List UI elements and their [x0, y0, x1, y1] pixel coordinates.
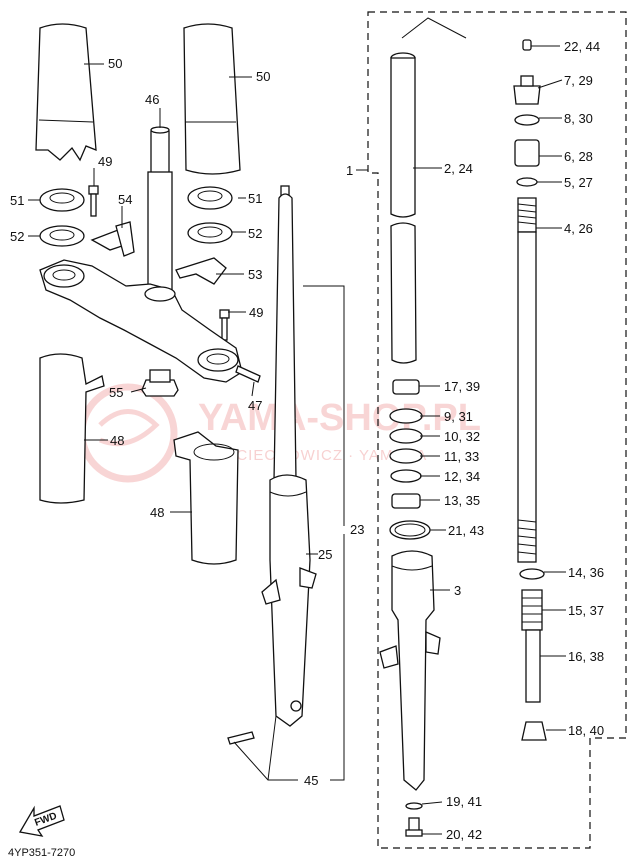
copper-washer [405, 802, 423, 810]
inner-tube [390, 52, 417, 364]
label-12-34: 12, 34 [444, 469, 480, 484]
label-13-35: 13, 35 [444, 493, 480, 508]
part-labels: 50 50 46 49 51 51 54 52 52 53 49 1 55 47… [10, 39, 604, 842]
bracket-53 [175, 257, 227, 285]
drain-bolt [405, 817, 423, 837]
label-23: 23 [350, 522, 364, 537]
cap-bolt-22 [522, 39, 532, 51]
label-22-44: 22, 44 [564, 39, 600, 54]
label-54: 54 [118, 192, 132, 207]
label-10-32: 10, 32 [444, 429, 480, 444]
bolt-49-lower [219, 309, 230, 341]
damper-rod [517, 231, 537, 563]
label-51-left: 51 [10, 193, 24, 208]
label-5-27: 5, 27 [564, 175, 593, 190]
label-18-40: 18, 40 [568, 723, 604, 738]
label-52-right: 52 [248, 226, 262, 241]
label-14-36: 14, 36 [568, 565, 604, 580]
label-50-left: 50 [108, 56, 122, 71]
label-50-right: 50 [256, 69, 270, 84]
front-fork-assembly [261, 185, 317, 727]
cap-bolt-7 [513, 75, 541, 105]
washer-left [39, 225, 85, 247]
label-2-24: 2, 24 [444, 161, 473, 176]
label-53: 53 [248, 267, 262, 282]
cable-guide [90, 221, 135, 257]
oil-seal [389, 448, 423, 464]
bolt-45 [227, 731, 255, 745]
washer-12 [390, 469, 422, 483]
label-46: 46 [145, 92, 159, 107]
o-ring-8 [514, 114, 540, 126]
label-17-39: 17, 39 [444, 379, 480, 394]
label-1: 1 [346, 163, 353, 178]
o-ring-21 [389, 520, 431, 540]
fork-spring [517, 197, 537, 233]
washer-right [187, 222, 233, 244]
label-25: 25 [318, 547, 332, 562]
washer-5 [516, 177, 538, 187]
label-47: 47 [248, 398, 262, 413]
label-49-upper: 49 [98, 154, 112, 169]
label-6-28: 6, 28 [564, 149, 593, 164]
fork-lower-cover-right [173, 431, 239, 565]
label-52-left: 52 [10, 229, 24, 244]
label-20-42: 20, 42 [446, 827, 482, 842]
label-45: 45 [304, 773, 318, 788]
label-8-30: 8, 30 [564, 111, 593, 126]
label-48-right: 48 [150, 505, 164, 520]
label-55: 55 [109, 385, 123, 400]
cylinder-16 [525, 629, 541, 703]
fork-lower-cover-left [39, 353, 105, 504]
label-4-26: 4, 26 [564, 221, 593, 236]
diagram-code: 4YP351-7270 [8, 847, 75, 859]
outer-tube [379, 550, 441, 791]
spacer-6 [514, 139, 540, 167]
label-7-29: 7, 29 [564, 73, 593, 88]
assembly-boundary [367, 11, 627, 849]
rebound-spring [519, 568, 545, 580]
label-49-lower: 49 [249, 305, 263, 320]
dust-seal [389, 428, 423, 444]
slide-bushing [392, 379, 420, 395]
oil-seal-right [187, 186, 233, 210]
bearing-55 [141, 369, 179, 397]
bolt-47 [235, 365, 261, 383]
label-51-right: 51 [248, 191, 262, 206]
label-3: 3 [454, 583, 461, 598]
fwd-arrow: FWD [18, 805, 65, 837]
watermark-brand: YAMA-SHOP.PL [198, 397, 481, 439]
piston-ring [521, 589, 543, 631]
label-11-33: 11, 33 [444, 449, 479, 464]
fork-cover-right [183, 23, 241, 175]
label-19-41: 19, 41 [446, 794, 482, 809]
leader-lines [28, 17, 566, 835]
label-15-37: 15, 37 [568, 603, 604, 618]
steering-stem [147, 126, 173, 291]
oil-lock-piece [521, 721, 547, 741]
label-16-38: 16, 38 [568, 649, 604, 664]
watermark-subtitle: WOJCIECHOWICZ · YAMAHA [200, 447, 427, 464]
oil-seal-left [39, 188, 85, 212]
label-9-31: 9, 31 [444, 409, 473, 424]
bushing-13 [391, 493, 421, 509]
under-bracket [39, 259, 243, 383]
label-21-43: 21, 43 [448, 523, 484, 538]
oil-seal-clip [389, 408, 423, 424]
bolt-49-upper [88, 185, 99, 217]
fork-cover-left [35, 23, 97, 162]
label-48-left: 48 [110, 433, 124, 448]
watermark: YAMA-SHOP.PL WOJCIECHOWICZ · YAMAHA [78, 383, 481, 483]
